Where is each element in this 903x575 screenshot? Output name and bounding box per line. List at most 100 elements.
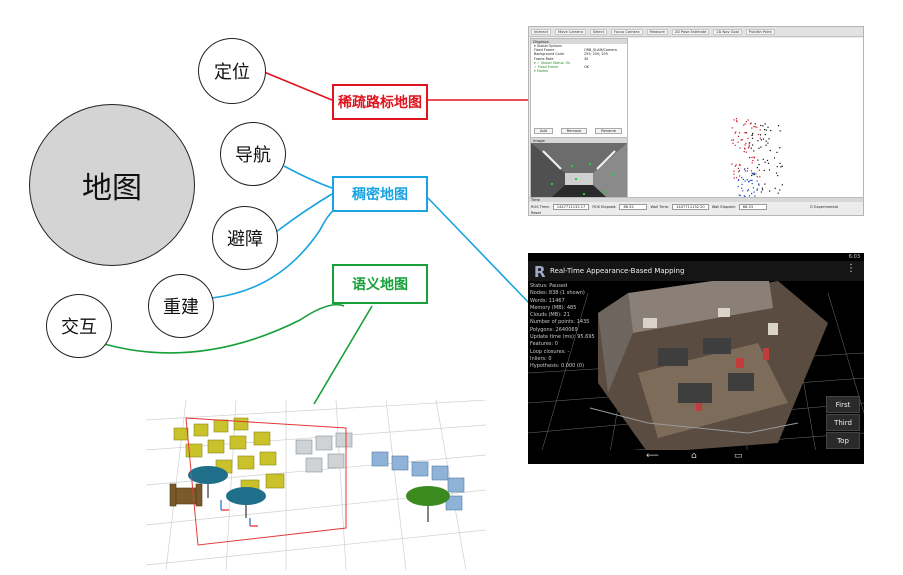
point-marker	[737, 141, 739, 143]
status-time: 6:03	[848, 254, 860, 260]
gray-chairs	[295, 432, 353, 473]
info-line: Hypothesis: 0.000 (0)	[530, 363, 585, 370]
semantic-chairs-scene	[146, 400, 486, 570]
dense-map-box: 稠密地图	[332, 176, 428, 212]
back-icon[interactable]: ⟵	[646, 451, 659, 461]
rviz-tool-measure[interactable]: Measure	[646, 28, 668, 35]
rviz-tool-move-camera[interactable]: Move Camera	[555, 28, 586, 35]
teal-tables	[188, 466, 266, 518]
point-marker	[757, 159, 759, 161]
point-marker	[751, 183, 753, 185]
rviz-display-buttons: Add Remove Rename	[530, 127, 626, 135]
point-marker	[734, 132, 736, 134]
wall-time-label: Wall Time:	[650, 205, 670, 209]
point-marker	[746, 132, 748, 134]
rviz-tree-row[interactable]: ▾ ✓ Global Status: Ok	[534, 60, 571, 65]
avoid-node: 避障	[212, 206, 278, 270]
view-third-button[interactable]: Third	[826, 414, 860, 431]
avoid-to-dense-line	[275, 193, 333, 233]
point-marker	[762, 138, 764, 140]
ros-elapsed-field: 66.32	[619, 204, 648, 210]
rviz-time-panel: Time ROS Time: 1447711132.17 ROS Elapsed…	[529, 197, 863, 215]
point-marker	[751, 127, 753, 129]
rviz-tree-row[interactable]: ▾ Marker	[534, 69, 549, 74]
rviz-time-row: ROS Time: 1447711132.17 ROS Elapsed: 66.…	[531, 204, 838, 210]
point-marker	[749, 157, 751, 159]
rviz-tool-pose-estimate[interactable]: 2D Pose Estimate	[671, 28, 710, 35]
point-marker	[758, 184, 760, 186]
point-marker	[770, 130, 772, 132]
point-marker	[751, 134, 753, 136]
wall-elapsed-label: Wall Elapsed:	[711, 205, 736, 209]
experimental-checkbox[interactable]: ☐ Experimental	[809, 205, 839, 209]
point-marker	[765, 144, 767, 146]
point-marker	[753, 150, 755, 152]
point-marker	[754, 195, 756, 197]
rviz-tool-nav-goal[interactable]: 2D Nav Goal	[713, 28, 742, 35]
point-marker	[761, 187, 763, 189]
point-marker	[744, 144, 746, 146]
point-marker	[781, 184, 783, 186]
rviz-3d-view[interactable]	[628, 38, 863, 204]
info-line: Memory (MB): 485	[530, 304, 577, 311]
android-status-bar: 6:03	[528, 253, 864, 261]
point-marker	[767, 126, 769, 128]
rviz-tool-interact[interactable]: Interact	[531, 28, 552, 35]
point-marker	[762, 158, 764, 160]
recents-icon[interactable]: ▭	[734, 451, 743, 461]
view-top-button[interactable]: Top	[826, 432, 860, 449]
navigate-to-dense-line	[283, 165, 333, 189]
point-marker	[758, 147, 760, 149]
point-marker	[768, 169, 771, 171]
map-center-node: 地图	[29, 104, 195, 266]
point-marker	[757, 133, 760, 136]
wall-elapsed-field: 66.33	[738, 204, 767, 210]
rebuild-node: 重建	[148, 274, 214, 338]
point-marker	[753, 172, 755, 174]
point-marker	[754, 123, 756, 125]
point-marker	[732, 139, 735, 141]
point-marker	[774, 187, 776, 189]
rviz-remove-button[interactable]: Remove	[560, 128, 588, 134]
point-marker	[760, 124, 762, 127]
rviz-tool-select[interactable]: Select	[589, 28, 608, 35]
info-line: Inliers: 0	[530, 355, 552, 362]
point-marker	[760, 139, 762, 141]
point-marker	[743, 168, 746, 170]
rviz-tool-focus-camera[interactable]: Focus Camera	[611, 28, 643, 35]
point-marker	[759, 134, 762, 136]
point-marker	[753, 173, 755, 175]
rviz-tool-publish-point[interactable]: Publish Point	[745, 28, 775, 35]
point-marker	[733, 170, 735, 172]
point-marker	[743, 151, 745, 153]
rviz-image-title: Image	[531, 138, 627, 143]
point-marker	[780, 166, 782, 168]
point-marker	[741, 177, 743, 179]
point-marker	[748, 146, 750, 148]
point-marker	[738, 170, 740, 172]
rviz-add-button[interactable]: Add	[533, 128, 553, 134]
view-first-button[interactable]: First	[826, 396, 860, 413]
rviz-tree-row[interactable]: ▾ Global Options	[534, 44, 562, 48]
point-marker	[735, 118, 738, 120]
rviz-rename-button[interactable]: Rename	[595, 128, 623, 134]
point-marker	[744, 147, 746, 149]
home-icon[interactable]: ⌂	[691, 451, 697, 461]
point-marker	[745, 142, 747, 145]
point-marker	[736, 121, 738, 123]
point-marker	[752, 132, 754, 135]
point-marker	[749, 123, 751, 125]
rviz-toolbar: Interact Move Camera Select Focus Camera…	[529, 27, 863, 37]
overflow-menu-icon[interactable]: ⋮	[846, 263, 856, 274]
point-marker	[738, 132, 741, 134]
point-marker	[747, 137, 749, 139]
wall-time-field: 1447711132.20	[672, 204, 709, 210]
point-marker	[739, 164, 741, 167]
rviz-reset-button[interactable]: Reset	[531, 211, 542, 215]
info-line: Clouds (MB): 21	[530, 312, 570, 319]
